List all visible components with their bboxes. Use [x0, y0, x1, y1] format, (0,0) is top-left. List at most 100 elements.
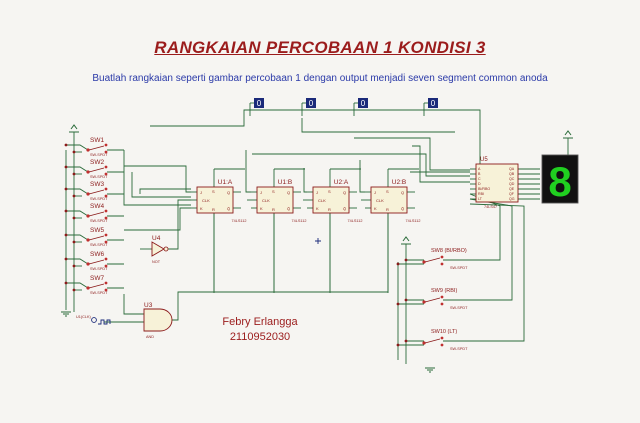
flipflop-body — [312, 186, 350, 214]
switch-contact-a — [104, 281, 108, 285]
right-switch-label: SW8 (BI/RBO) — [431, 248, 467, 254]
pin-r: R — [386, 207, 389, 212]
decoder-input-pin: A — [478, 167, 481, 171]
flipflop-1 — [196, 186, 234, 214]
q-bus-4 — [252, 153, 470, 177]
switch-type: SW-SPDT — [90, 267, 108, 271]
junction-dot — [64, 165, 68, 169]
q-bus-3 — [412, 145, 470, 183]
pin-clk: CLK — [262, 198, 270, 203]
switch-type: SW-SPDT — [90, 291, 108, 295]
switch-input-wire — [66, 234, 89, 241]
switch-terminal — [86, 286, 90, 290]
logic-probe-1 — [254, 98, 264, 108]
switch-lever — [88, 283, 105, 289]
switch-contact-a — [104, 209, 108, 213]
right-switch-output-wire — [443, 198, 513, 301]
reset-bus-3 — [274, 213, 331, 293]
right-switch-type: SW-SPDT — [450, 266, 468, 270]
switch-label: SW5 — [90, 227, 104, 234]
switch-terminal — [86, 238, 90, 242]
junction-dot — [396, 302, 400, 306]
switch-lever — [424, 338, 441, 344]
seven-segment-digit: 8 — [548, 158, 571, 205]
pin-qbar: Q̄ — [401, 206, 404, 211]
bus-wire — [131, 172, 191, 198]
flipflop-label: U1:A — [218, 179, 233, 186]
junction-dot — [404, 339, 408, 343]
not-gate-part: NOT — [152, 260, 161, 264]
switch-lever — [88, 211, 105, 217]
switch-lever — [88, 259, 105, 265]
pin-k: K — [200, 206, 203, 211]
junction-dot — [64, 209, 68, 213]
logic-probe-3 — [358, 98, 368, 108]
bus-wire — [139, 188, 191, 194]
pin-q: Q — [343, 190, 346, 195]
junction-dot — [396, 262, 400, 266]
switch-type: SW-SPDT — [90, 153, 108, 157]
ground-right — [425, 367, 435, 373]
flipflop-label: U2:B — [392, 179, 406, 186]
pin-j: J — [260, 190, 262, 195]
switch-lever — [424, 297, 441, 303]
logic-probe-4 — [428, 98, 438, 108]
logic-probe-value: 0 — [431, 99, 436, 108]
flipflop-part: 74LS112 — [406, 219, 421, 223]
junction-dot — [64, 233, 68, 237]
decoder-output-pin: QG — [509, 197, 515, 201]
switch-6 — [86, 257, 108, 268]
pin-k: K — [316, 206, 319, 211]
switch-contact-a — [440, 255, 444, 259]
junction-dot — [72, 240, 76, 244]
switch-lever — [424, 257, 441, 263]
logic-probe-value: 0 — [309, 99, 314, 108]
decoder-label: U5 — [480, 157, 488, 163]
pin-r: R — [212, 207, 215, 212]
pin-qbar: Q̄ — [227, 206, 230, 211]
logic-probe-2 — [306, 98, 316, 108]
switch-label: SW6 — [90, 251, 104, 258]
wires — [65, 102, 569, 364]
ff2-j-bus — [245, 150, 251, 193]
flipflop-part: 74LS112 — [292, 219, 307, 223]
author-block: Febry Erlangga 2110952030 — [205, 315, 315, 345]
decoder-input-pin: C — [478, 177, 481, 181]
vcc-left-arrow — [70, 124, 78, 130]
switch-lever — [88, 189, 105, 195]
ff1-k-bus — [124, 207, 191, 231]
switch-type: SW-SPDT — [90, 219, 108, 223]
switch-contact-a — [104, 233, 108, 237]
decoder-input-pin: D — [478, 182, 481, 186]
decoder-output-pin: QE — [509, 187, 515, 191]
crosshair-marker — [315, 238, 321, 244]
pin-s: S — [272, 189, 275, 194]
flipflop-3 — [312, 186, 350, 214]
reset-bus — [178, 213, 389, 293]
bus-wire — [123, 150, 191, 206]
switch-contact-a — [104, 257, 108, 261]
flipflop-body — [196, 186, 234, 214]
switch-label: SW7 — [90, 275, 104, 282]
switch-input-wire — [66, 258, 89, 265]
switch-contact-a — [104, 143, 108, 147]
and-gate-part: AND — [146, 335, 154, 339]
switch-label: SW3 — [90, 181, 104, 188]
switch-contact-a — [440, 336, 444, 340]
pin-clk: CLK — [376, 198, 384, 203]
switch-lever — [88, 167, 105, 173]
and-gate-label: U3 — [144, 302, 153, 309]
right-switch-type: SW-SPDT — [450, 306, 468, 310]
right-switch-label: SW9 (RBI) — [431, 288, 457, 294]
pin-qbar: Q̄ — [343, 206, 346, 211]
clock-source-terminal — [91, 317, 97, 323]
pin-j: J — [316, 190, 318, 195]
switch-contact-b — [104, 172, 108, 176]
switch-contact-b — [104, 194, 108, 198]
vcc-right-arrow — [402, 236, 410, 242]
decoder-body — [475, 163, 519, 203]
flipflop-body — [256, 186, 294, 214]
instruction-text: Buatlah rangkaian seperti gambar percoba… — [92, 73, 548, 84]
and-gate-body — [143, 308, 173, 332]
